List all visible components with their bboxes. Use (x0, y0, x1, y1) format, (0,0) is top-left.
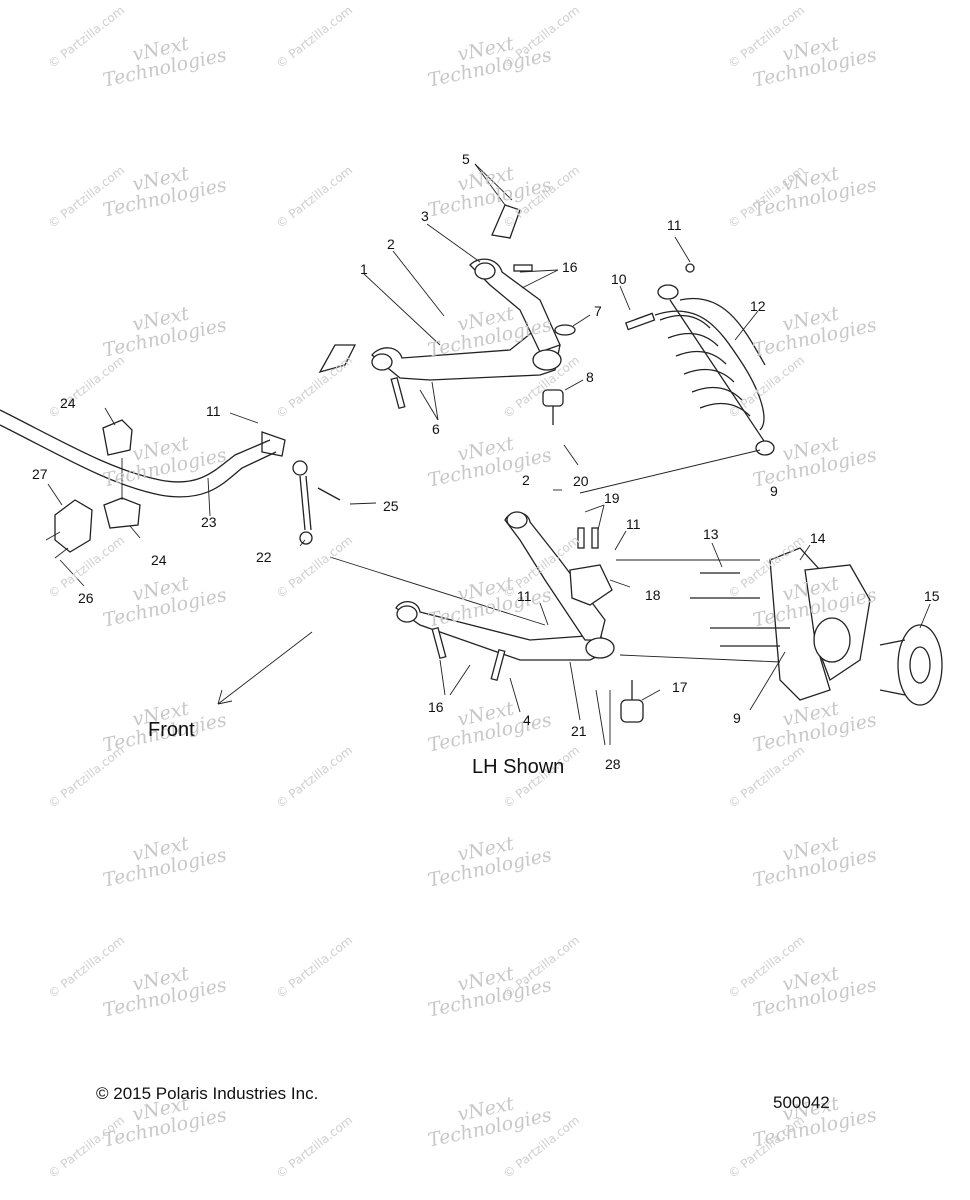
bushing-lower (103, 497, 141, 529)
callout-3: 3 (421, 208, 429, 224)
ball-joint-upper (542, 389, 564, 425)
callout-24-lower: 24 (151, 552, 167, 568)
callout-21: 21 (571, 723, 587, 739)
callout-4: 4 (523, 712, 531, 728)
callout-26: 26 (78, 590, 94, 606)
callout-24-upper: 24 (60, 395, 76, 411)
callout-19: 19 (604, 490, 620, 506)
callout-2: 2 (387, 236, 395, 252)
callout-17: 17 (672, 679, 688, 695)
callout-20: 20 (573, 473, 589, 489)
copyright-text: © 2015 Polaris Industries Inc. (96, 1084, 319, 1103)
callout-6: 6 (432, 421, 440, 437)
callout-27: 27 (32, 466, 48, 482)
callout-2-lower: 2 (522, 472, 530, 488)
callout-11-shock: 11 (667, 217, 682, 233)
callout-18: 18 (645, 587, 661, 603)
callout-5: 5 (462, 151, 470, 167)
callout-11-bracket: 11 (626, 516, 641, 532)
lower-a-arm (395, 511, 615, 682)
callout-7: 7 (594, 303, 602, 319)
ball-joint-lower (620, 680, 644, 723)
callout-25: 25 (383, 498, 399, 514)
callout-16-lower: 16 (428, 699, 444, 715)
steering-knuckle (690, 547, 871, 701)
callout-28: 28 (605, 756, 621, 772)
callout-12: 12 (750, 298, 766, 314)
lh-shown-label: LH Shown (472, 756, 565, 778)
callout-10: 10 (611, 271, 627, 287)
callout-11-arm: 11 (517, 588, 532, 604)
front-label: Front (148, 719, 195, 741)
callout-16-upper: 16 (562, 259, 578, 275)
shock-absorber (624, 263, 775, 456)
callout-11-bar: 11 (206, 403, 221, 419)
leader-lines (47, 163, 931, 746)
callout-8: 8 (586, 369, 594, 385)
bushing-upper (102, 419, 133, 456)
callout-22: 22 (256, 549, 272, 565)
callout-9-lower: 9 (733, 710, 741, 726)
upper-a-arm (318, 204, 562, 410)
stabilizer-bar (0, 409, 286, 498)
front-arrow (217, 631, 313, 705)
clamp (45, 499, 93, 559)
callout-15: 15 (924, 588, 940, 604)
callout-23: 23 (201, 514, 217, 530)
retaining-ring (554, 324, 576, 336)
stabilizer-link (292, 460, 341, 545)
diagram-number: 500042 (773, 1093, 830, 1112)
callout-14: 14 (810, 530, 826, 546)
wheel-hub (879, 624, 943, 706)
callout-9-upper: 9 (770, 483, 778, 499)
callout-13: 13 (703, 526, 719, 542)
callout-1: 1 (360, 261, 368, 277)
